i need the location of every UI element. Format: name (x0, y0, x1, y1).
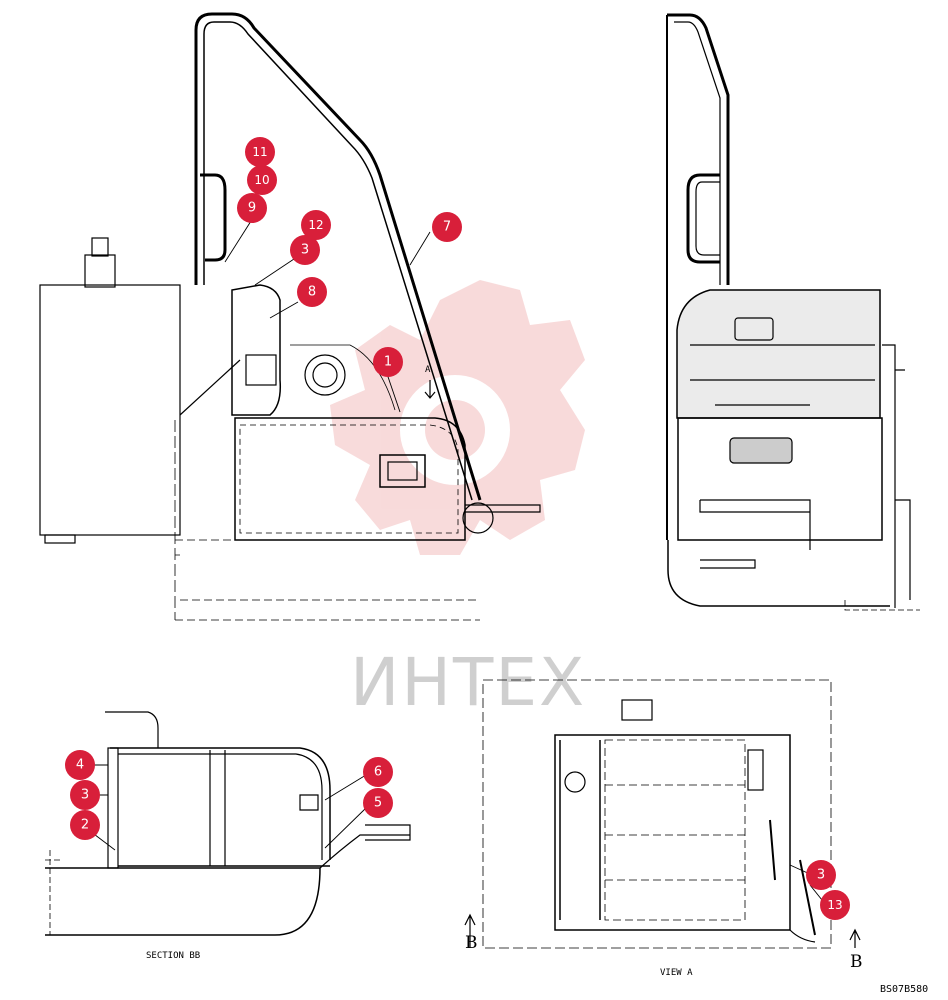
svg-text:3: 3 (301, 243, 309, 258)
callout-5: 5 (363, 788, 393, 818)
watermark-text: ИНТЕХ (350, 644, 586, 721)
callout-2: 2 (70, 810, 100, 840)
svg-text:5: 5 (374, 796, 382, 811)
callout-4: 4 (65, 750, 95, 780)
callout-3-view-a: 3 (806, 860, 836, 890)
side-view (39, 12, 541, 621)
svg-text:4: 4 (76, 758, 84, 773)
view-a-caption: VIEW A (660, 968, 693, 978)
rear-view (666, 13, 920, 611)
section-marker-b-left: B (465, 933, 478, 953)
svg-text:6: 6 (374, 765, 382, 780)
callout-7: 7 (432, 212, 462, 242)
svg-text:8: 8 (308, 285, 316, 300)
svg-text:13: 13 (827, 898, 842, 912)
callout-13: 13 (820, 890, 850, 920)
section-bb (45, 711, 411, 936)
svg-text:1: 1 (384, 355, 392, 370)
svg-text:3: 3 (817, 868, 825, 883)
svg-text:7: 7 (443, 220, 451, 235)
svg-text:3: 3 (81, 788, 89, 803)
section-bb-caption: SECTION BB (146, 951, 200, 961)
callout-1: 1 (373, 347, 403, 377)
callout-3-upper: 3 (290, 235, 320, 265)
callouts: 1 2 3 3 3 4 5 6 7 8 9 10 11 12 13 (65, 137, 850, 920)
section-marker-b-right: B (850, 952, 863, 972)
callout-6: 6 (363, 757, 393, 787)
svg-text:9: 9 (248, 201, 256, 216)
callout-12: 12 (301, 210, 331, 240)
callout-3-section: 3 (70, 780, 100, 810)
drawing-code: BS07B580 (880, 984, 928, 995)
svg-text:12: 12 (308, 218, 323, 232)
callout-11: 11 (245, 137, 275, 167)
view-a (464, 679, 861, 949)
svg-text:2: 2 (81, 818, 89, 833)
callout-10: 10 (247, 165, 277, 195)
svg-text:10: 10 (254, 173, 269, 187)
view-arrow-label: A (425, 365, 431, 375)
callout-8: 8 (297, 277, 327, 307)
svg-text:11: 11 (252, 145, 267, 159)
callout-9: 9 (237, 193, 267, 223)
